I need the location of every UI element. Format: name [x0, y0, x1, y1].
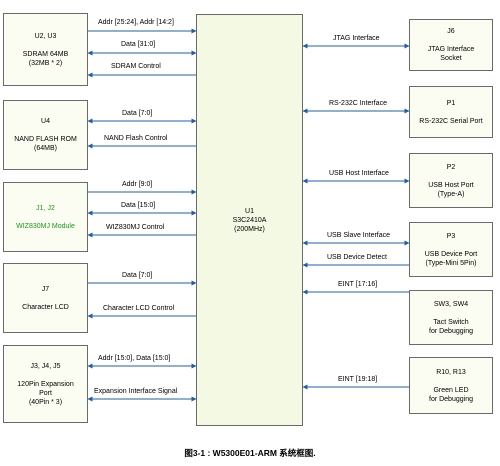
label-wiz-addr: Addr [9:0] [122, 181, 153, 188]
jtag-desc2: Socket [440, 55, 462, 62]
cpu-block: U1 S3C2410A (200MHz) [196, 14, 303, 426]
sdram-size: (32MB * 2) [28, 59, 63, 67]
cpu-model: S3C2410A [232, 216, 267, 224]
nand-desc: NAND FLASH ROM [14, 136, 77, 143]
jtag-block: J6 JTAG Interface Socket [409, 19, 493, 71]
sdram-desc: SDRAM 64MB [22, 50, 69, 58]
usbhost-desc1: USB Host Port [428, 181, 474, 189]
serial-block: P1 RS-232C Serial Port [409, 86, 493, 138]
label-lcd-ctrl: Character LCD Control [103, 305, 175, 312]
usbdev-block: P3 USB Device Port (Type-Mini 5Pin) [409, 222, 493, 277]
led-desc1: Green LED [433, 386, 469, 394]
exp-desc1: 120Pin Expansion [17, 380, 74, 388]
nand-block: U4 NAND FLASH ROM (64MB) [3, 100, 88, 170]
label-sdram-addr: Addr [25:24], Addr [14:2] [98, 19, 174, 26]
label-nand-data: Data [7:0] [122, 110, 153, 117]
nand-ref: U4 [41, 118, 50, 125]
label-rs232: RS-232C Interface [329, 100, 387, 107]
label-jtag: JTAG Interface [333, 35, 380, 42]
label-lcd-data: Data [7:0] [122, 272, 153, 279]
exp-desc2: Port [39, 389, 52, 397]
figure-caption: 图3-1 : W5300E01-ARM 系统框图. [184, 448, 316, 458]
led-block: R10, R13 Green LED for Debugging [409, 357, 493, 414]
label-usbdetect: USB Device Detect [327, 254, 387, 261]
label-usbslave: USB Slave Interface [327, 232, 391, 239]
wiz-block: J1, J2 WIZ830MJ Module [3, 182, 88, 252]
usbdev-desc2: (Type-Mini 5Pin) [425, 259, 477, 267]
label-exp-sig: Expansion Interface Signal [94, 388, 178, 395]
label-usbhost: USB Host Interface [329, 170, 389, 177]
label-sdram-data: Data [31:0] [121, 41, 156, 48]
nand-size: (64MB) [34, 145, 57, 152]
usbdev-desc1: USB Device Port [424, 250, 478, 258]
usbhost-desc2: (Type-A) [437, 190, 465, 198]
led-desc2: for Debugging [429, 395, 473, 403]
label-exp-bus: Addr [15:0], Data [15:0] [98, 355, 171, 362]
cpu-ref: U1 [245, 207, 254, 215]
cpu-clock: (200MHz) [234, 225, 265, 233]
tact-desc2: for Debugging [429, 327, 473, 335]
serial-desc: RS-232C Serial Port [419, 117, 483, 125]
lcd-desc: Character LCD [22, 303, 69, 311]
lcd-ref: J7 [41, 285, 50, 293]
usbhost-ref: P2 [446, 163, 456, 171]
wiz-ref: J1, J2 [36, 204, 55, 212]
expansion-block: J3, J4, J5 120Pin Expansion Port (40Pin … [3, 345, 88, 423]
jtag-ref: J6 [447, 28, 455, 35]
label-eint2: EINT [19:18] [338, 376, 378, 383]
tact-desc1: Tact Switch [433, 318, 469, 326]
label-sdram-ctrl: SDRAM Control [111, 63, 161, 70]
usbhost-block: P2 USB Host Port (Type-A) [409, 153, 493, 208]
exp-ref: J3, J4, J5 [30, 362, 61, 370]
jtag-desc1: JTAG Interface [427, 46, 475, 53]
tact-block: SW3, SW4 Tact Switch for Debugging [409, 290, 493, 345]
sdram-ref: U2, U3 [34, 32, 57, 40]
label-nand-ctrl: NAND Flash Control [104, 135, 168, 142]
usbdev-ref: P3 [446, 232, 456, 240]
label-eint1: EINT [17:16] [338, 281, 378, 288]
exp-desc3: (40Pin * 3) [28, 398, 63, 406]
tact-ref: SW3, SW4 [433, 300, 469, 308]
label-wiz-data: Data [15:0] [121, 202, 156, 209]
wiz-desc: WIZ830MJ Module [16, 222, 75, 230]
led-ref: R10, R13 [436, 368, 466, 376]
label-wiz-ctrl: WIZ830MJ Control [106, 224, 165, 231]
serial-ref: P1 [446, 99, 456, 107]
lcd-block: J7 Character LCD [3, 263, 88, 333]
sdram-block: U2, U3 SDRAM 64MB (32MB * 2) [3, 13, 88, 86]
